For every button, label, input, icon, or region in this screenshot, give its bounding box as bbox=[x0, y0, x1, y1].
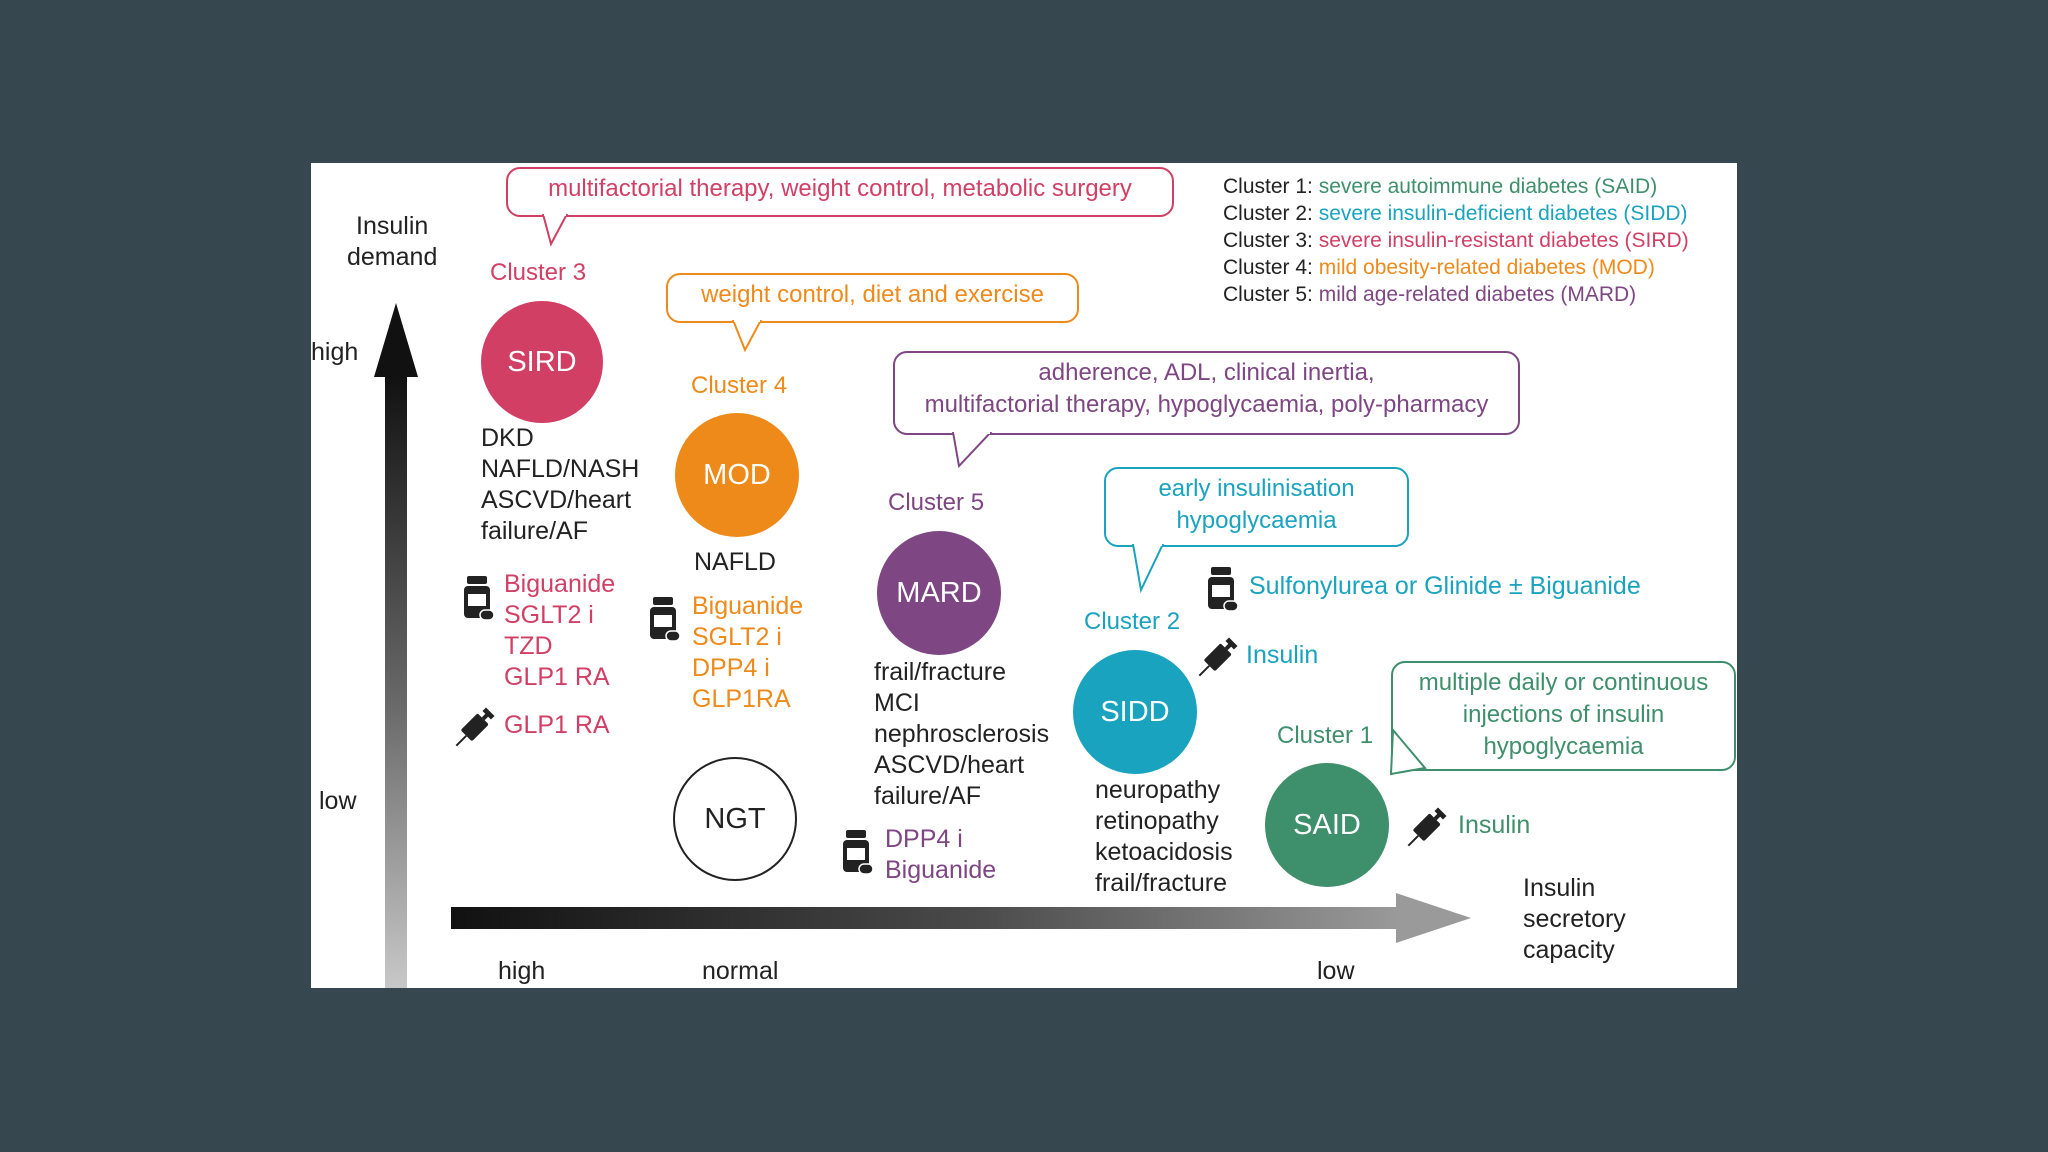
pill-bottle-icon bbox=[650, 597, 680, 642]
syringe-icon bbox=[455, 707, 495, 747]
legend-item: Cluster 3: severe insulin-resistant diab… bbox=[1223, 229, 1689, 252]
legend-item: Cluster 2: severe insulin-deficient diab… bbox=[1223, 202, 1688, 225]
x-axis-high-label: high bbox=[498, 957, 546, 985]
cluster-1-label: Cluster 1 bbox=[1277, 722, 1374, 749]
legend-item: Cluster 4: mild obesity-related diabetes… bbox=[1223, 256, 1655, 279]
said-injectable: Insulin bbox=[1458, 811, 1531, 839]
sird-circle: SIRD bbox=[481, 301, 603, 423]
cluster-5-label: Cluster 5 bbox=[888, 489, 985, 516]
sidd-oral-drugs: Sulfonylurea or Glinide ± Biguanide bbox=[1249, 572, 1641, 600]
y-axis-arrow bbox=[374, 303, 418, 988]
said-circle: SAID bbox=[1265, 763, 1389, 887]
legend-item: Cluster 5: mild age-related diabetes (MA… bbox=[1223, 283, 1637, 306]
legend-item: Cluster 1: severe autoimmune diabetes (S… bbox=[1223, 175, 1658, 198]
mod-comorbidities: NAFLD bbox=[694, 548, 776, 576]
sird-therapy-bubble: multifactorial therapy, weight control, … bbox=[506, 167, 1174, 217]
cluster-legend: Cluster 1: severe autoimmune diabetes (S… bbox=[1223, 173, 1689, 308]
x-axis-normal-label: normal bbox=[702, 957, 779, 985]
sidd-circle: SIDD bbox=[1073, 650, 1197, 774]
cluster-4-label: Cluster 4 bbox=[691, 372, 788, 399]
mard-bubble-tail bbox=[951, 432, 993, 469]
sird-bubble-tail bbox=[541, 214, 569, 247]
sird-injectable: GLP1 RA bbox=[504, 711, 610, 739]
mard-therapy-bubble: adherence, ADL, clinical inertia,multifa… bbox=[893, 351, 1520, 435]
mod-therapy-bubble: weight control, diet and exercise bbox=[666, 273, 1079, 323]
sidd-injectable: Insulin bbox=[1246, 641, 1319, 669]
syringe-icon bbox=[1198, 637, 1238, 677]
y-axis-high-label: high bbox=[311, 338, 359, 366]
sidd-bubble-tail bbox=[1131, 544, 1165, 594]
cluster-3-label: Cluster 3 bbox=[490, 259, 587, 286]
ngt-circle: NGT bbox=[673, 757, 797, 881]
x-axis-low-label: low bbox=[1317, 957, 1355, 985]
x-axis-arrow bbox=[451, 893, 1471, 943]
pill-bottle-icon bbox=[843, 830, 873, 875]
pill-bottle-icon bbox=[464, 576, 494, 621]
mod-circle: MOD bbox=[675, 413, 799, 537]
said-bubble-tail bbox=[1389, 728, 1427, 776]
y-axis-low-label: low bbox=[319, 787, 357, 815]
mod-bubble-tail bbox=[731, 320, 763, 353]
syringe-icon bbox=[1407, 807, 1447, 847]
pill-bottle-icon bbox=[1208, 567, 1238, 612]
cluster-2-label: Cluster 2 bbox=[1084, 608, 1181, 635]
mard-circle: MARD bbox=[877, 531, 1001, 655]
